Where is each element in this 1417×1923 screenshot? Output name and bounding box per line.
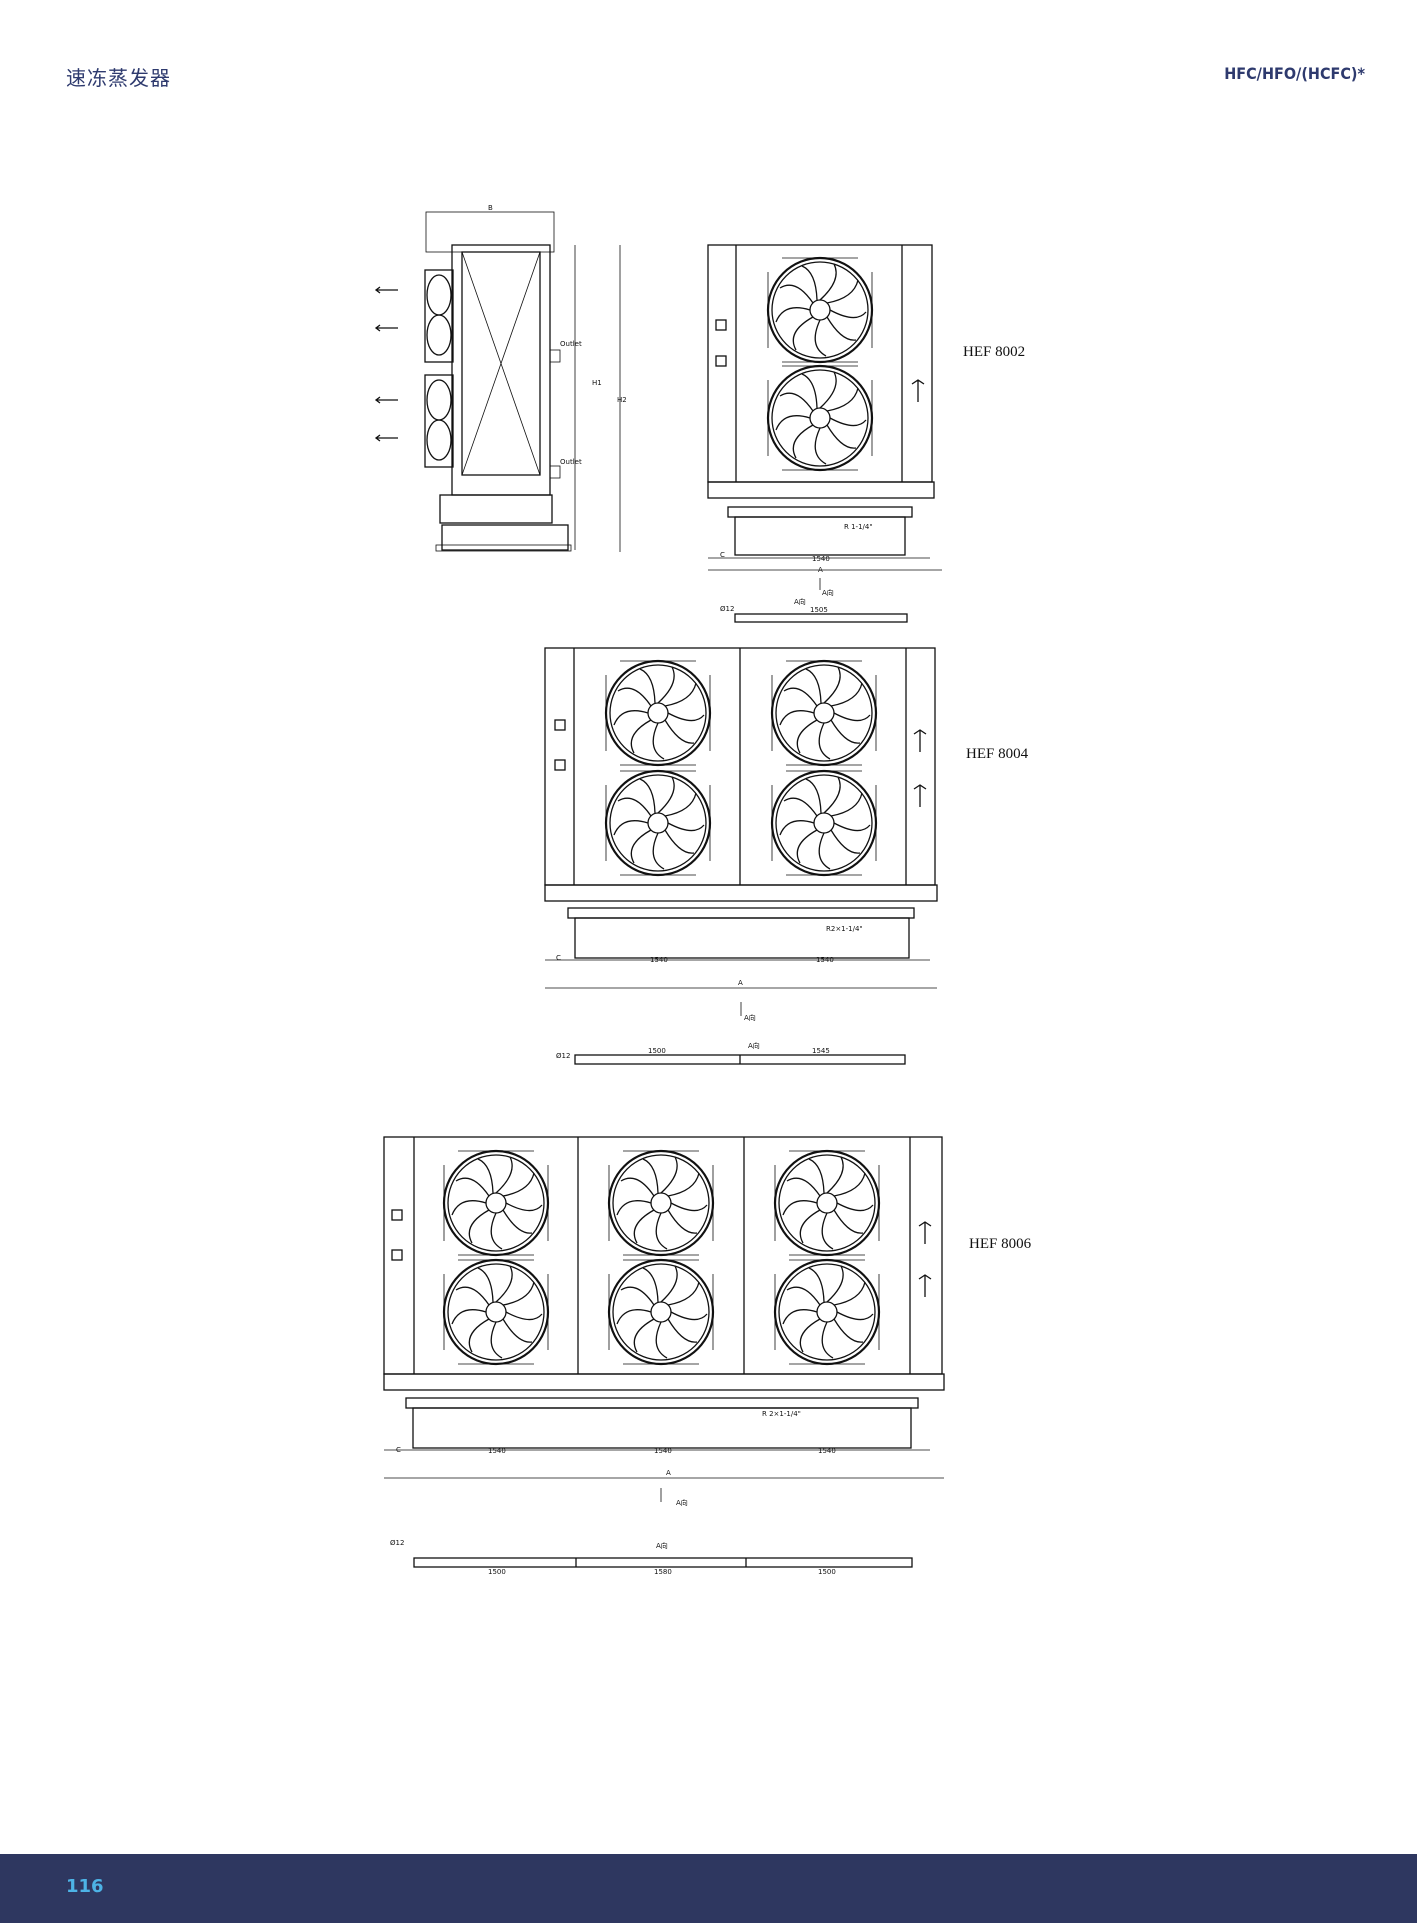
model-label-hef8006: HEF 8006	[969, 1236, 1032, 1252]
side-view-drawing: B Outlet Outlet H1 H2	[374, 204, 627, 552]
hef8006-span1-label: 1540	[488, 1447, 506, 1455]
outlet-bottom-label: Outlet	[560, 458, 582, 466]
dim-b-label: B	[488, 204, 493, 212]
hef8002-span-label: 1540	[812, 555, 830, 563]
hef8002-drawing: R 1-1/4" C 1540 A A向 Ø12 A向 1505	[707, 244, 942, 623]
hef8004-c-label: C	[556, 954, 561, 962]
hef8006-plan-span2-label: 1580	[654, 1568, 672, 1576]
hef8002-conn-label: R 1-1/4"	[844, 523, 873, 531]
hef8006-span3-label: 1540	[818, 1447, 836, 1455]
footer-bar: 116	[0, 1854, 1417, 1923]
hef8004-plan-dir-label: A向	[748, 1041, 760, 1050]
dim-h2-label: H2	[617, 396, 627, 404]
dim-h1-label: H1	[592, 379, 602, 387]
hef8002-plan-span-label: 1505	[810, 606, 828, 614]
hef8006-dia-label: Ø12	[390, 1539, 404, 1547]
hef8006-span2-label: 1540	[654, 1447, 672, 1455]
page-number: 116	[66, 1876, 104, 1897]
hef8006-c-label: C	[396, 1446, 401, 1454]
hef8002-c-label: C	[720, 551, 725, 559]
hef8002-dia-label: Ø12	[720, 605, 734, 613]
hef8004-dir-label: A向	[744, 1013, 756, 1022]
hef8004-drawing: R2×1-1/4" C 1540 1540 A A向 Ø12 A向 1500 1…	[544, 647, 938, 1065]
hef8004-conn-label: R2×1-1/4"	[826, 925, 863, 933]
outlet-top-label: Outlet	[560, 340, 582, 348]
hef8004-span2-label: 1540	[816, 956, 834, 964]
hef8002-a-label: A	[818, 566, 823, 574]
hef8006-drawing: R 2×1-1/4" C 1540 1540 1540 A A向 Ø12 A向 …	[383, 1136, 945, 1576]
hef8004-dia-label: Ø12	[556, 1052, 570, 1060]
hef8006-plan-dir-label: A向	[656, 1541, 668, 1550]
hef8002-dir-label: A向	[822, 588, 834, 597]
hef8004-span1-label: 1540	[650, 956, 668, 964]
hef8002-plan-dir-label: A向	[794, 597, 806, 606]
model-label-hef8004: HEF 8004	[966, 746, 1029, 762]
hef8006-plan-span1-label: 1500	[488, 1568, 506, 1576]
refrigerant-types: HFC/HFO/(HCFC)*	[1224, 64, 1365, 83]
hef8006-plan-span3-label: 1500	[818, 1568, 836, 1576]
hef8006-a-label: A	[666, 1469, 671, 1477]
hef8006-conn-label: R 2×1-1/4"	[762, 1410, 801, 1418]
section-title: 速冻蒸发器	[66, 66, 171, 90]
hef8004-plan-span1-label: 1500	[648, 1047, 666, 1055]
hef8006-dir-label: A向	[676, 1498, 688, 1507]
hef8004-plan-span2-label: 1545	[812, 1047, 830, 1055]
model-label-hef8002: HEF 8002	[963, 344, 1026, 360]
hef8004-a-label: A	[738, 979, 743, 987]
